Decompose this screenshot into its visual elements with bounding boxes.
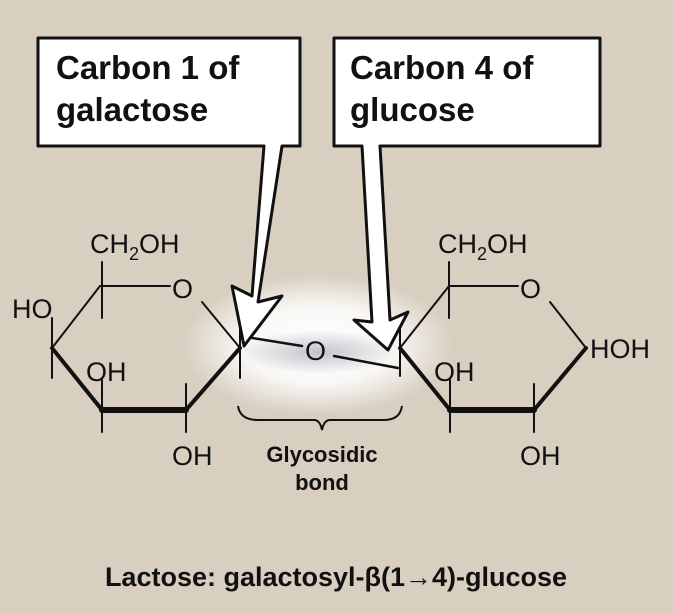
callout-left-line2: galactose <box>56 91 208 128</box>
glucose-c2-oh: OH <box>520 441 561 471</box>
glycosidic-oxygen: O <box>305 336 326 366</box>
callout-carbon1-galactose <box>36 36 302 348</box>
callout-left-line1: Carbon 1 of <box>56 49 240 86</box>
glucose-ring <box>398 261 588 433</box>
glucose-c3-oh: OH <box>434 357 475 387</box>
glucose-c1-hoh: HOH <box>590 334 650 364</box>
glycosidic-label-line2: bond <box>295 470 349 495</box>
glycosidic-label-line1: Glycosidic <box>266 442 377 467</box>
galactose-c3-oh: OH <box>86 357 127 387</box>
diagram-caption: Lactose: galactosyl-β(1→4)-glucose <box>105 562 567 592</box>
callout-carbon4-glucose <box>332 36 602 352</box>
galactose-ring-oxygen: O <box>172 274 193 304</box>
galactose-ch2oh-label: CH2OH <box>90 229 180 264</box>
callout-right-line1: Carbon 4 of <box>350 49 534 86</box>
galactose-c2-oh: OH <box>172 441 213 471</box>
callout-right-line2: glucose <box>350 91 475 128</box>
galactose-c4-ho: HO <box>12 294 53 324</box>
glucose-ring-oxygen: O <box>520 274 541 304</box>
glucose-ch2oh-label: CH2OH <box>438 229 528 264</box>
glycosidic-brace <box>237 405 403 431</box>
